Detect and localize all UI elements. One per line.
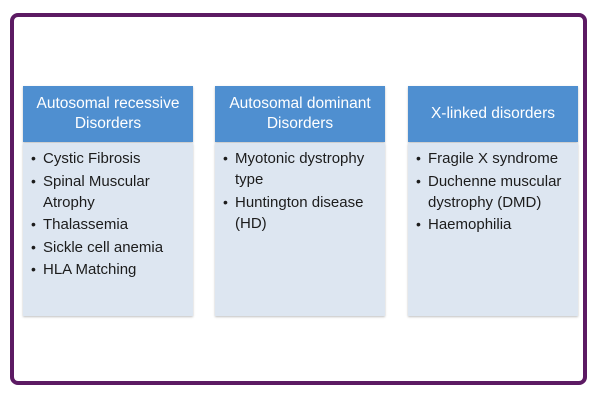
column-body: •Cystic Fibrosis •Spinal Muscular Atroph…: [23, 143, 193, 316]
column-body: •Myotonic dystrophy type •Huntington dis…: [215, 143, 385, 316]
bullet-icon: •: [416, 150, 421, 166]
column-header: X-linked disorders: [408, 86, 578, 142]
list-item: •Haemophilia: [416, 216, 512, 233]
list-item: •Myotonic dystrophy type: [223, 150, 365, 188]
disorder-list: •Myotonic dystrophy type •Huntington dis…: [215, 143, 385, 234]
bullet-icon: •: [416, 216, 421, 232]
column-title: Autosomal dominant Disorders: [229, 95, 371, 132]
disorder-list: •Fragile X syndrome •Duchenne muscular d…: [408, 143, 578, 235]
column-autosomal-dominant: Autosomal dominant Disorders •Myotonic d…: [215, 86, 385, 316]
disorder-list: •Cystic Fibrosis •Spinal Muscular Atroph…: [23, 143, 193, 280]
bullet-icon: •: [223, 193, 228, 210]
bullet-icon: •: [416, 172, 421, 189]
column-title: Autosomal recessive Disorders: [36, 95, 180, 132]
list-item: •Spinal Muscular Atrophy: [31, 172, 150, 211]
column-header: Autosomal recessive Disorders: [23, 86, 193, 142]
column-autosomal-recessive: Autosomal recessive Disorders •Cystic Fi…: [23, 86, 193, 316]
list-item: •Duchenne muscular dystrophy (DMD): [416, 172, 562, 211]
bullet-icon: •: [31, 216, 36, 232]
column-header: Autosomal dominant Disorders: [215, 86, 385, 142]
bullet-icon: •: [31, 238, 36, 255]
column-body: •Fragile X syndrome •Duchenne muscular d…: [408, 143, 578, 316]
column-title: X-linked disorders: [430, 105, 556, 122]
bullet-icon: •: [31, 150, 36, 166]
list-item: •Huntington disease (HD): [223, 193, 364, 232]
list-item: •Cystic Fibrosis: [31, 150, 141, 167]
bullet-icon: •: [223, 150, 228, 166]
bullet-icon: •: [31, 261, 36, 277]
column-x-linked: X-linked disorders •Fragile X syndrome •…: [408, 86, 578, 316]
list-item: •Sickle cell anemia: [31, 238, 164, 256]
list-item: •Thalassemia: [31, 216, 129, 233]
list-item: •HLA Matching: [31, 261, 137, 278]
list-item: •Fragile X syndrome: [416, 150, 559, 167]
bullet-icon: •: [31, 172, 36, 189]
